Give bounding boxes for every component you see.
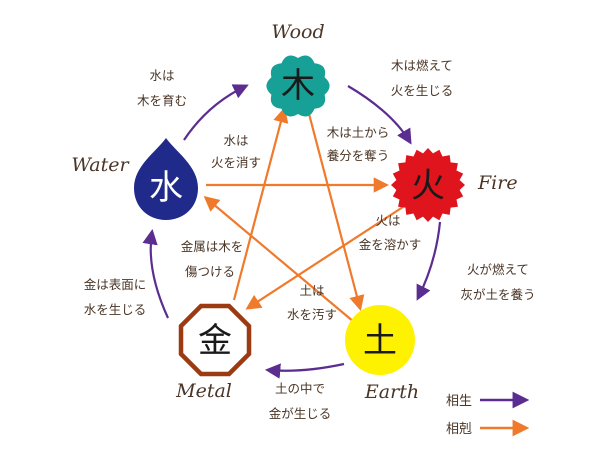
earth-kanji: 土: [363, 321, 397, 361]
legend-controlling-label: 相剋: [446, 422, 472, 437]
legend-generating-label: 相生: [446, 394, 472, 409]
metal-octagon-shape: [178, 303, 252, 377]
metal-kanji: 金: [198, 321, 232, 361]
note-wood-earth-line1: 木は土から: [327, 125, 390, 140]
arrow-fire-to-metal: [245, 204, 407, 310]
note-earth-water-line2: 水を汚す: [287, 307, 337, 322]
note-earth-metal-line1: 土の中で: [275, 381, 325, 396]
water-drop-shape: [134, 138, 198, 220]
metal-label: Metal: [175, 380, 232, 402]
note-earth-water-line1: 土は: [299, 283, 324, 298]
generating-cycle: [142, 84, 442, 379]
controlling-star: [203, 107, 407, 323]
note-water-fire-line1: 水は: [223, 133, 248, 148]
arrow-water-to-wood: [183, 84, 249, 141]
earth-node: 土 Earth: [345, 305, 419, 403]
note-metal-wood-line1: 金属は木を: [181, 239, 244, 254]
arrow-metal-to-wood: [232, 107, 289, 301]
note-fire-metal-line2: 金を溶かす: [359, 237, 422, 252]
note-water-wood-line1: 水は: [149, 68, 174, 83]
fire-kanji: 火: [411, 166, 445, 206]
fire-label: Fire: [477, 172, 518, 194]
earth-circle-shape: [345, 305, 415, 375]
note-wood-fire-line1: 木は燃えて: [391, 58, 453, 73]
metal-node: 金 Metal: [175, 303, 252, 402]
fire-node: 火 Fire: [391, 148, 518, 222]
legend: 相生 相剋: [446, 391, 530, 437]
water-label: Water: [71, 154, 130, 176]
water-kanji: 水: [149, 168, 183, 208]
earth-label: Earth: [364, 381, 419, 403]
note-water-wood-line2: 木を育む: [137, 93, 187, 108]
note-metal-wood-line2: 傷つける: [185, 264, 235, 279]
wood-node: 木 Wood: [266, 21, 330, 117]
note-wood-earth-line2: 養分を奪う: [327, 148, 390, 163]
generating-notes: 木は燃えて 火を生じる 火が燃えて 灰が土を養う 土の中で 金が生じる 金は表面…: [84, 58, 536, 421]
controlling-notes: 木は土から 養分を奪う 土は 水を汚す 水は 火を消す 火は 金を溶かす 金属は…: [181, 125, 422, 322]
note-earth-metal-line2: 金が生じる: [269, 406, 332, 421]
note-water-fire-line2: 火を消す: [211, 155, 261, 170]
note-metal-water-line1: 金は表面に: [84, 277, 147, 292]
wood-kanji: 木: [281, 66, 315, 106]
arrow-metal-to-water: [142, 228, 170, 319]
fire-burst-shape: [391, 148, 465, 222]
note-wood-fire-line2: 火を生じる: [391, 83, 454, 98]
arrow-fire-to-earth: [416, 221, 442, 301]
note-fire-metal-line1: 火は: [375, 213, 400, 228]
water-node: 水 Water: [71, 138, 198, 220]
note-metal-water-line2: 水を生じる: [84, 302, 147, 317]
arrow-wood-to-fire: [347, 85, 412, 145]
arrow-wood-to-earth: [306, 109, 365, 311]
arrow-earth-to-metal: [264, 362, 345, 379]
wood-flower-shape: [266, 55, 330, 117]
arrow-earth-to-water: [203, 196, 355, 323]
note-fire-earth-line2: 灰が土を養う: [460, 287, 535, 302]
wood-label: Wood: [271, 21, 324, 43]
note-fire-earth-line1: 火が燃えて: [467, 262, 529, 277]
